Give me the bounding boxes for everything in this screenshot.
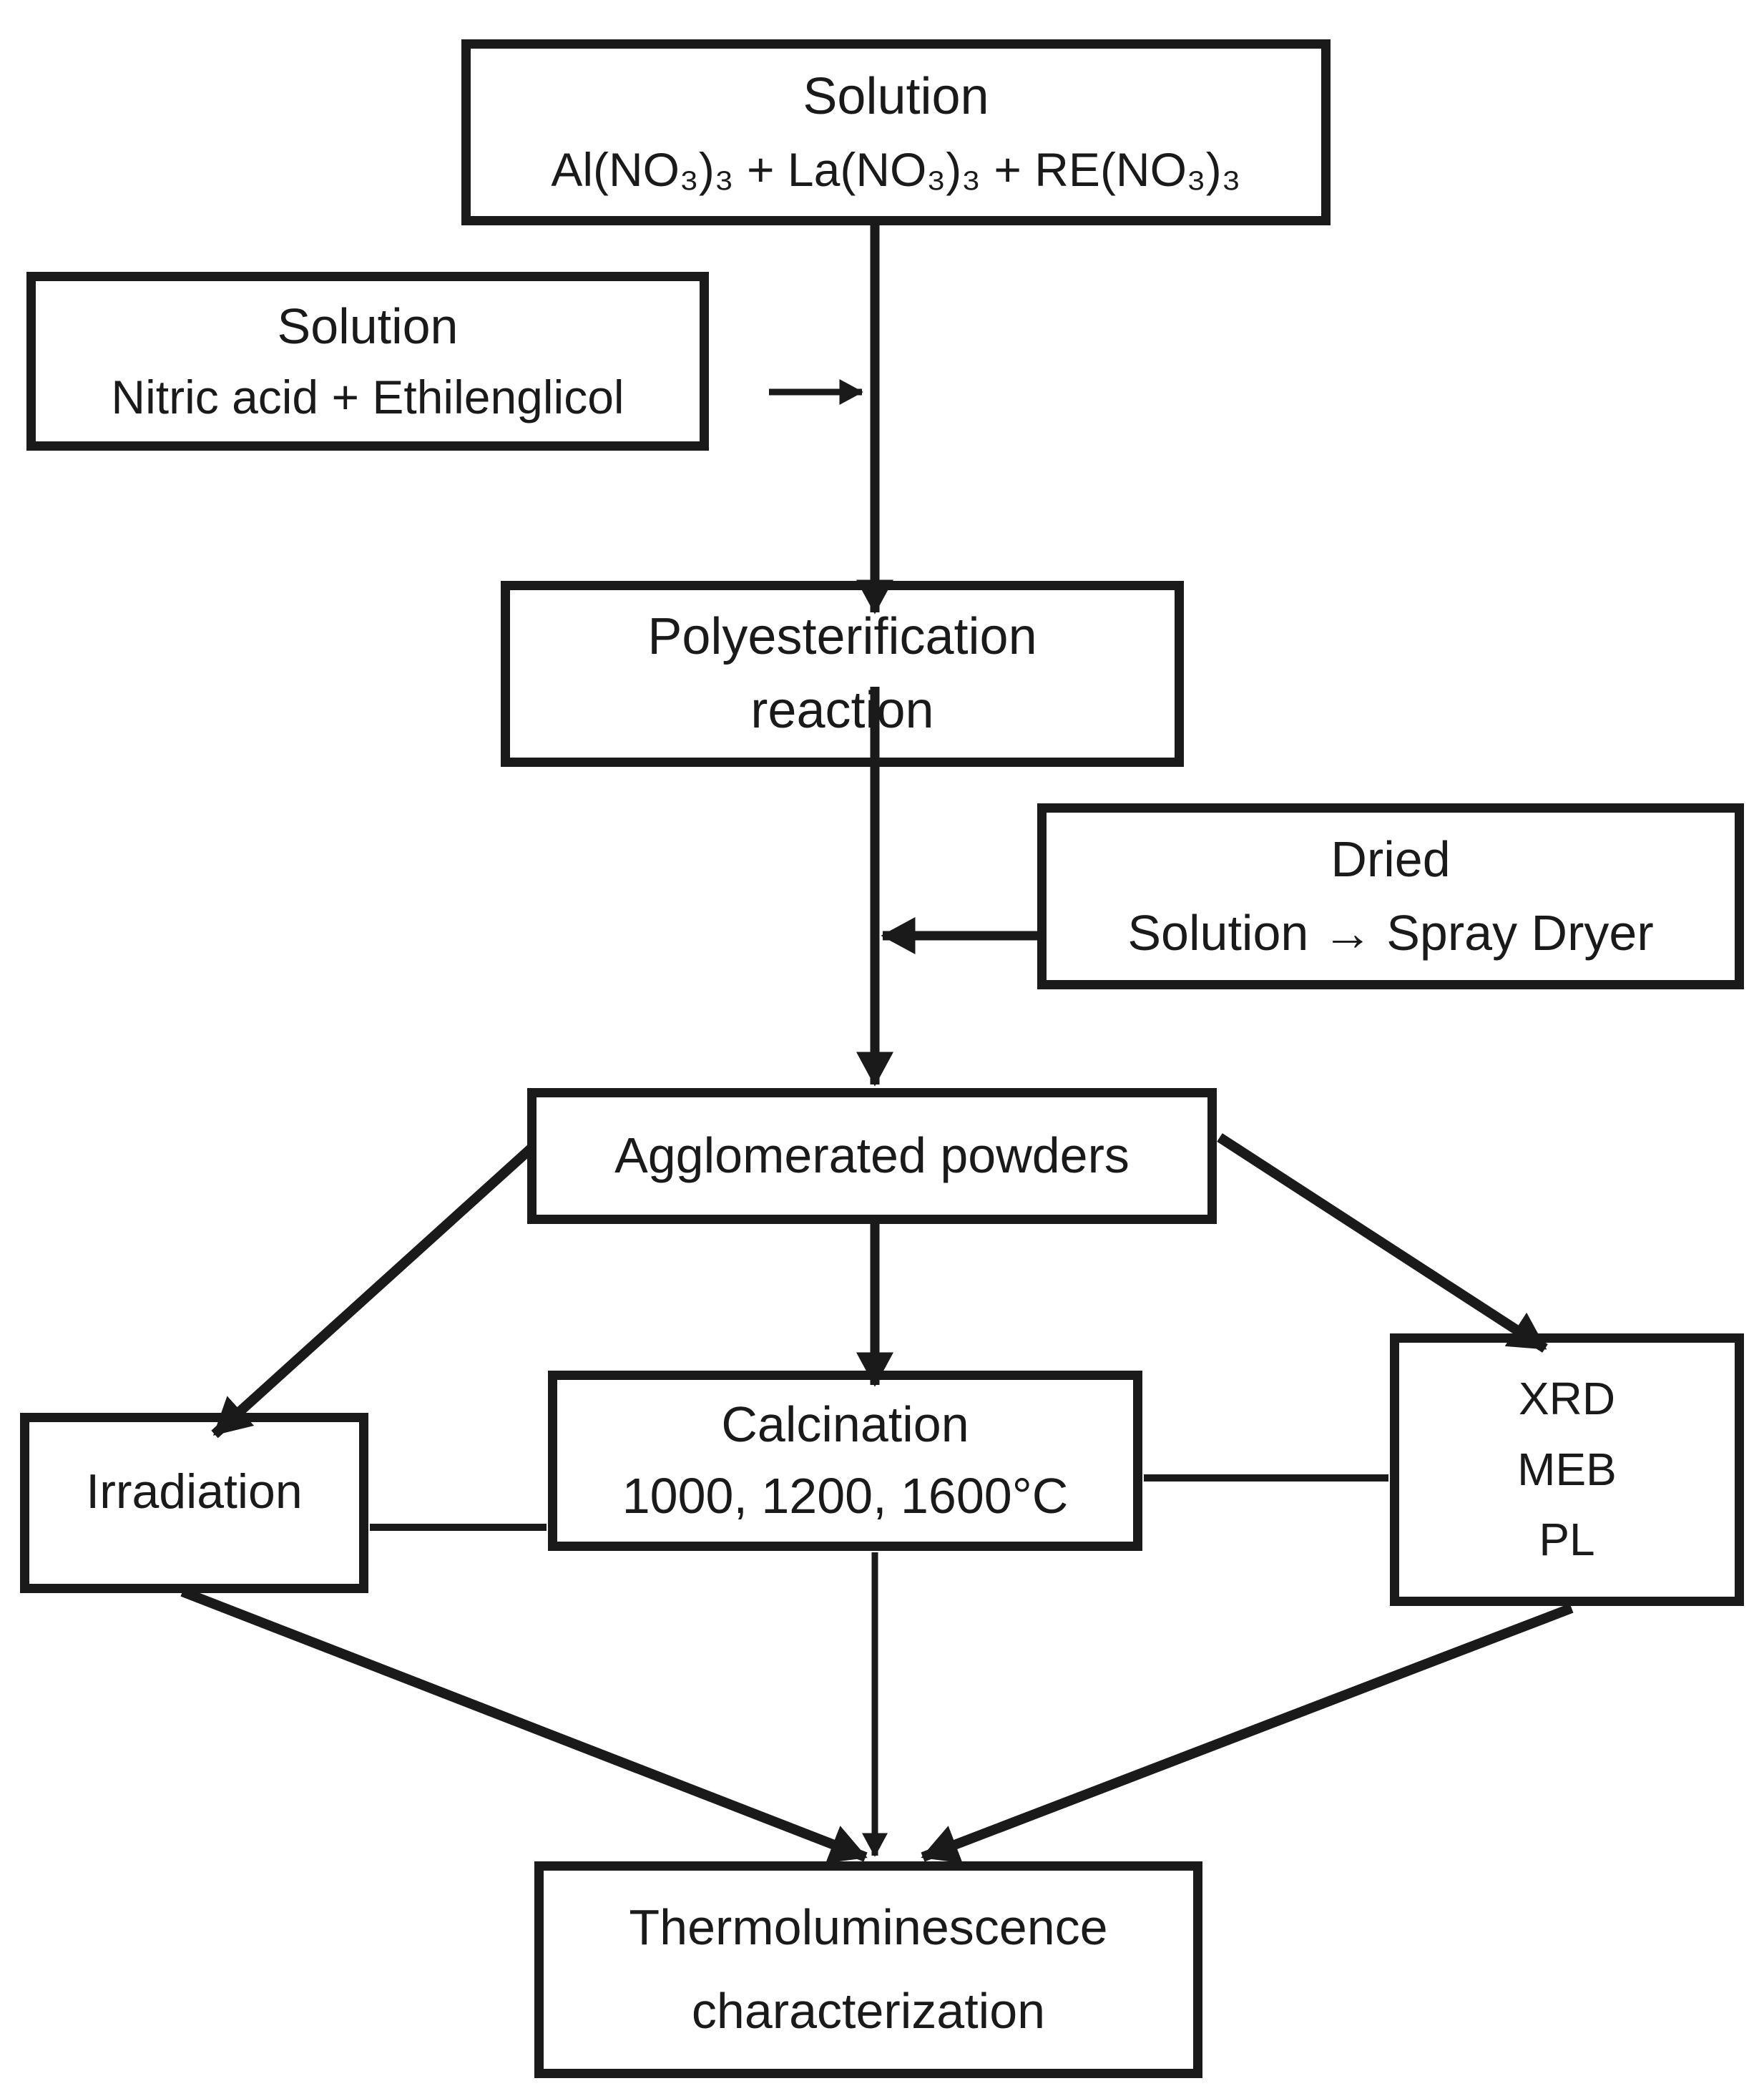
- node-agglomerated-powders: Agglomerated powders: [527, 1088, 1217, 1224]
- node-polyesterification-line2: reaction: [750, 681, 934, 739]
- node-dried-line2: Solution → Spray Dryer: [1127, 904, 1654, 961]
- node-methods-line2-meb: MEB: [1517, 1443, 1617, 1495]
- node-solution-acid-line1: Solution: [277, 298, 459, 355]
- node-characterization-methods: XRD MEB PL: [1390, 1333, 1744, 1606]
- node-solution-acid: Solution Nitric acid + Ethilenglicol: [26, 272, 709, 451]
- node-agglomerated-powders-line1: Agglomerated powders: [614, 1127, 1130, 1184]
- edge-methods-to-thermoluminescence: [921, 1603, 1574, 1864]
- edge-agglomerated-to-methods: [1217, 1133, 1548, 1353]
- edge-irradiation-to-thermoluminescence: [180, 1587, 868, 1864]
- node-solution-nitrates-line2: Al(NO₃)₃ + La(NO₃)₃ + RE(NO₃)₃: [551, 143, 1241, 196]
- node-irradiation: Irradiation: [20, 1413, 368, 1593]
- node-solution-nitrates: Solution Al(NO₃)₃ + La(NO₃)₃ + RE(NO₃)₃: [461, 39, 1331, 225]
- node-calcination-line2: 1000, 1200, 1600°C: [622, 1468, 1069, 1524]
- node-dried-line1: Dried: [1331, 831, 1451, 887]
- node-solution-nitrates-line1: Solution: [803, 67, 989, 125]
- node-calcination: Calcination 1000, 1200, 1600°C: [548, 1371, 1142, 1551]
- node-irradiation-line1: Irradiation: [86, 1464, 303, 1519]
- node-methods-line3-pl: PL: [1539, 1514, 1595, 1566]
- node-calcination-line1: Calcination: [721, 1396, 969, 1453]
- node-dried: Dried Solution → Spray Dryer: [1037, 803, 1744, 989]
- node-methods-line1-xrd: XRD: [1518, 1373, 1616, 1425]
- node-solution-acid-line2: Nitric acid + Ethilenglicol: [111, 370, 624, 423]
- edge-agglomerated-to-irradiation: [211, 1142, 536, 1439]
- node-thermoluminescence: Thermoluminescence characterization: [534, 1861, 1202, 2078]
- node-polyesterification: Polyesterification reaction: [501, 581, 1184, 767]
- node-thermoluminescence-line2: characterization: [691, 1983, 1046, 2039]
- node-thermoluminescence-line1: Thermoluminescence: [629, 1899, 1108, 1956]
- node-polyesterification-line1: Polyesterification: [647, 607, 1037, 665]
